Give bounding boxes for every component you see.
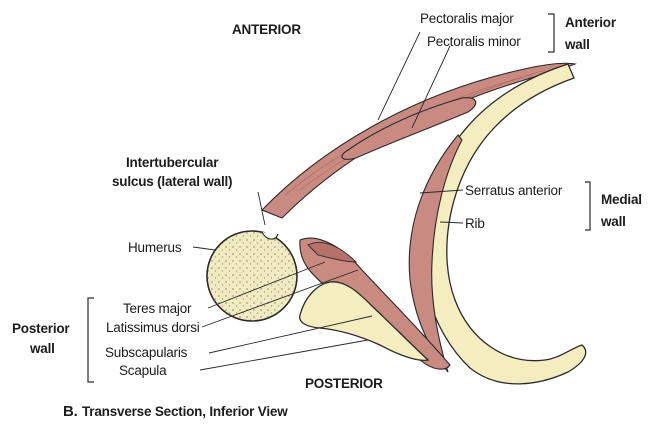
intertubercular-label-line2: sulcus (lateral wall) <box>112 175 232 189</box>
posterior-label: POSTERIOR <box>305 377 383 391</box>
posterior-wall-label-line2: wall <box>30 342 55 356</box>
serratus-anterior-label: Serratus anterior <box>465 184 562 198</box>
caption-letter: B. <box>63 404 78 419</box>
subscapularis-label: Subscapularis <box>105 346 187 360</box>
anterior-label: ANTERIOR <box>232 23 301 37</box>
posterior-wall-label-line1: Posterior <box>12 322 69 336</box>
medial-wall-label-line2: wall <box>601 215 626 229</box>
teres-major-label: Teres major <box>123 302 191 316</box>
humerus-bone <box>207 231 297 321</box>
rib-label: Rib <box>465 217 485 231</box>
intertubercular-label-line1: Intertubercular <box>126 156 218 170</box>
pectoralis-minor-label: Pectoralis minor <box>427 35 521 49</box>
latissimus-dorsi-label: Latissimus dorsi <box>106 321 200 335</box>
scapula-label: Scapula <box>119 364 166 378</box>
anterior-wall-label-line1: Anterior <box>565 16 616 30</box>
anterior-wall-label-line2: wall <box>565 38 590 52</box>
medial-wall-label-line1: Medial <box>601 193 642 207</box>
pectoralis-major-label: Pectoralis major <box>420 12 514 26</box>
caption-text: Transverse Section, Inferior View <box>82 405 288 419</box>
humerus-label: Humerus <box>128 241 181 255</box>
